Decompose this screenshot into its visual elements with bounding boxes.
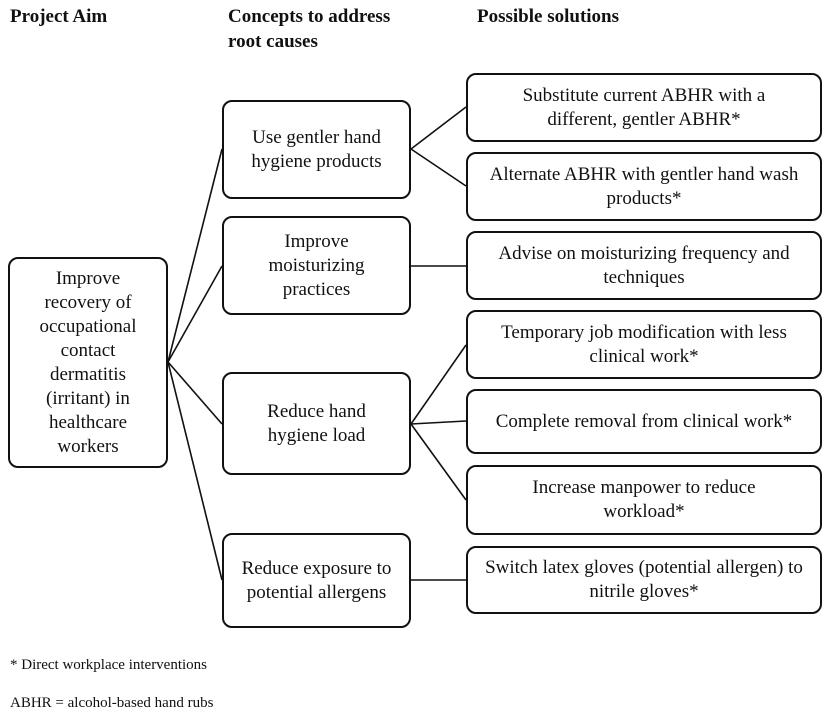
concept-label: Reduce hand hygiene load bbox=[267, 400, 366, 446]
project-aim-box: Improve recovery of occupational contact… bbox=[8, 257, 168, 468]
solution-box-complete-removal: Complete removal from clinical work* bbox=[466, 389, 822, 454]
header-concepts: Concepts to address root causes bbox=[228, 6, 391, 52]
solution-label: Complete removal from clinical work* bbox=[495, 410, 793, 432]
concept-box-gentler-products: Use gentler hand hygiene products bbox=[222, 100, 411, 199]
solution-box-increase-manpower: Increase manpower to reduce workload* bbox=[466, 465, 822, 535]
solution-label: Temporary job modification with less cli… bbox=[501, 321, 787, 367]
connector-concept-1-to-solution-2 bbox=[410, 148, 467, 187]
connector-aim-to-concept-1 bbox=[167, 148, 223, 363]
concept-box-moisturizing: Improve moisturizing practices bbox=[222, 216, 411, 315]
connector-aim-to-concept-3 bbox=[167, 361, 223, 425]
concept-label: Improve moisturizing practices bbox=[268, 230, 365, 300]
concept-label: Reduce exposure to potential allergens bbox=[241, 557, 392, 603]
connector-aim-to-concept-4 bbox=[167, 361, 223, 581]
connector-aim-to-concept-2 bbox=[167, 265, 223, 363]
connector-concept-3-to-solution-4 bbox=[410, 344, 467, 425]
solution-box-temporary-job-modification: Temporary job modification with less cli… bbox=[466, 310, 822, 379]
solution-label: Substitute current ABHR with a different… bbox=[522, 84, 766, 130]
footnote-direct-interventions: * Direct workplace interventions bbox=[10, 657, 208, 673]
connector-concept-1-to-solution-1 bbox=[410, 106, 467, 150]
project-aim-text: Improve recovery of occupational contact… bbox=[39, 267, 137, 457]
solution-box-switch-gloves: Switch latex gloves (potential allergen)… bbox=[466, 546, 822, 614]
solution-box-substitute-abhr: Substitute current ABHR with a different… bbox=[466, 73, 822, 142]
concept-box-allergen-exposure: Reduce exposure to potential allergens bbox=[222, 533, 411, 628]
solution-label: Switch latex gloves (potential allergen)… bbox=[485, 557, 803, 602]
solution-label: Alternate ABHR with gentler hand wash pr… bbox=[489, 163, 799, 209]
header-possible-solutions: Possible solutions bbox=[477, 6, 620, 27]
footnote-abhr-definition: ABHR = alcohol-based hand rubs bbox=[10, 695, 214, 711]
solution-label: Advise on moisturizing frequency and tec… bbox=[498, 242, 790, 288]
solution-label: Increase manpower to reduce workload* bbox=[532, 477, 756, 522]
concept-box-hand-hygiene-load: Reduce hand hygiene load bbox=[222, 372, 411, 475]
connector-concept-3-to-solution-6 bbox=[410, 423, 467, 501]
concept-label: Use gentler hand hygiene products bbox=[251, 126, 382, 172]
solution-box-advise-moisturizing: Advise on moisturizing frequency and tec… bbox=[466, 231, 822, 300]
solution-box-alternate-abhr: Alternate ABHR with gentler hand wash pr… bbox=[466, 152, 822, 221]
connector-concept-3-to-solution-5 bbox=[410, 420, 467, 425]
header-project-aim: Project Aim bbox=[10, 6, 108, 27]
